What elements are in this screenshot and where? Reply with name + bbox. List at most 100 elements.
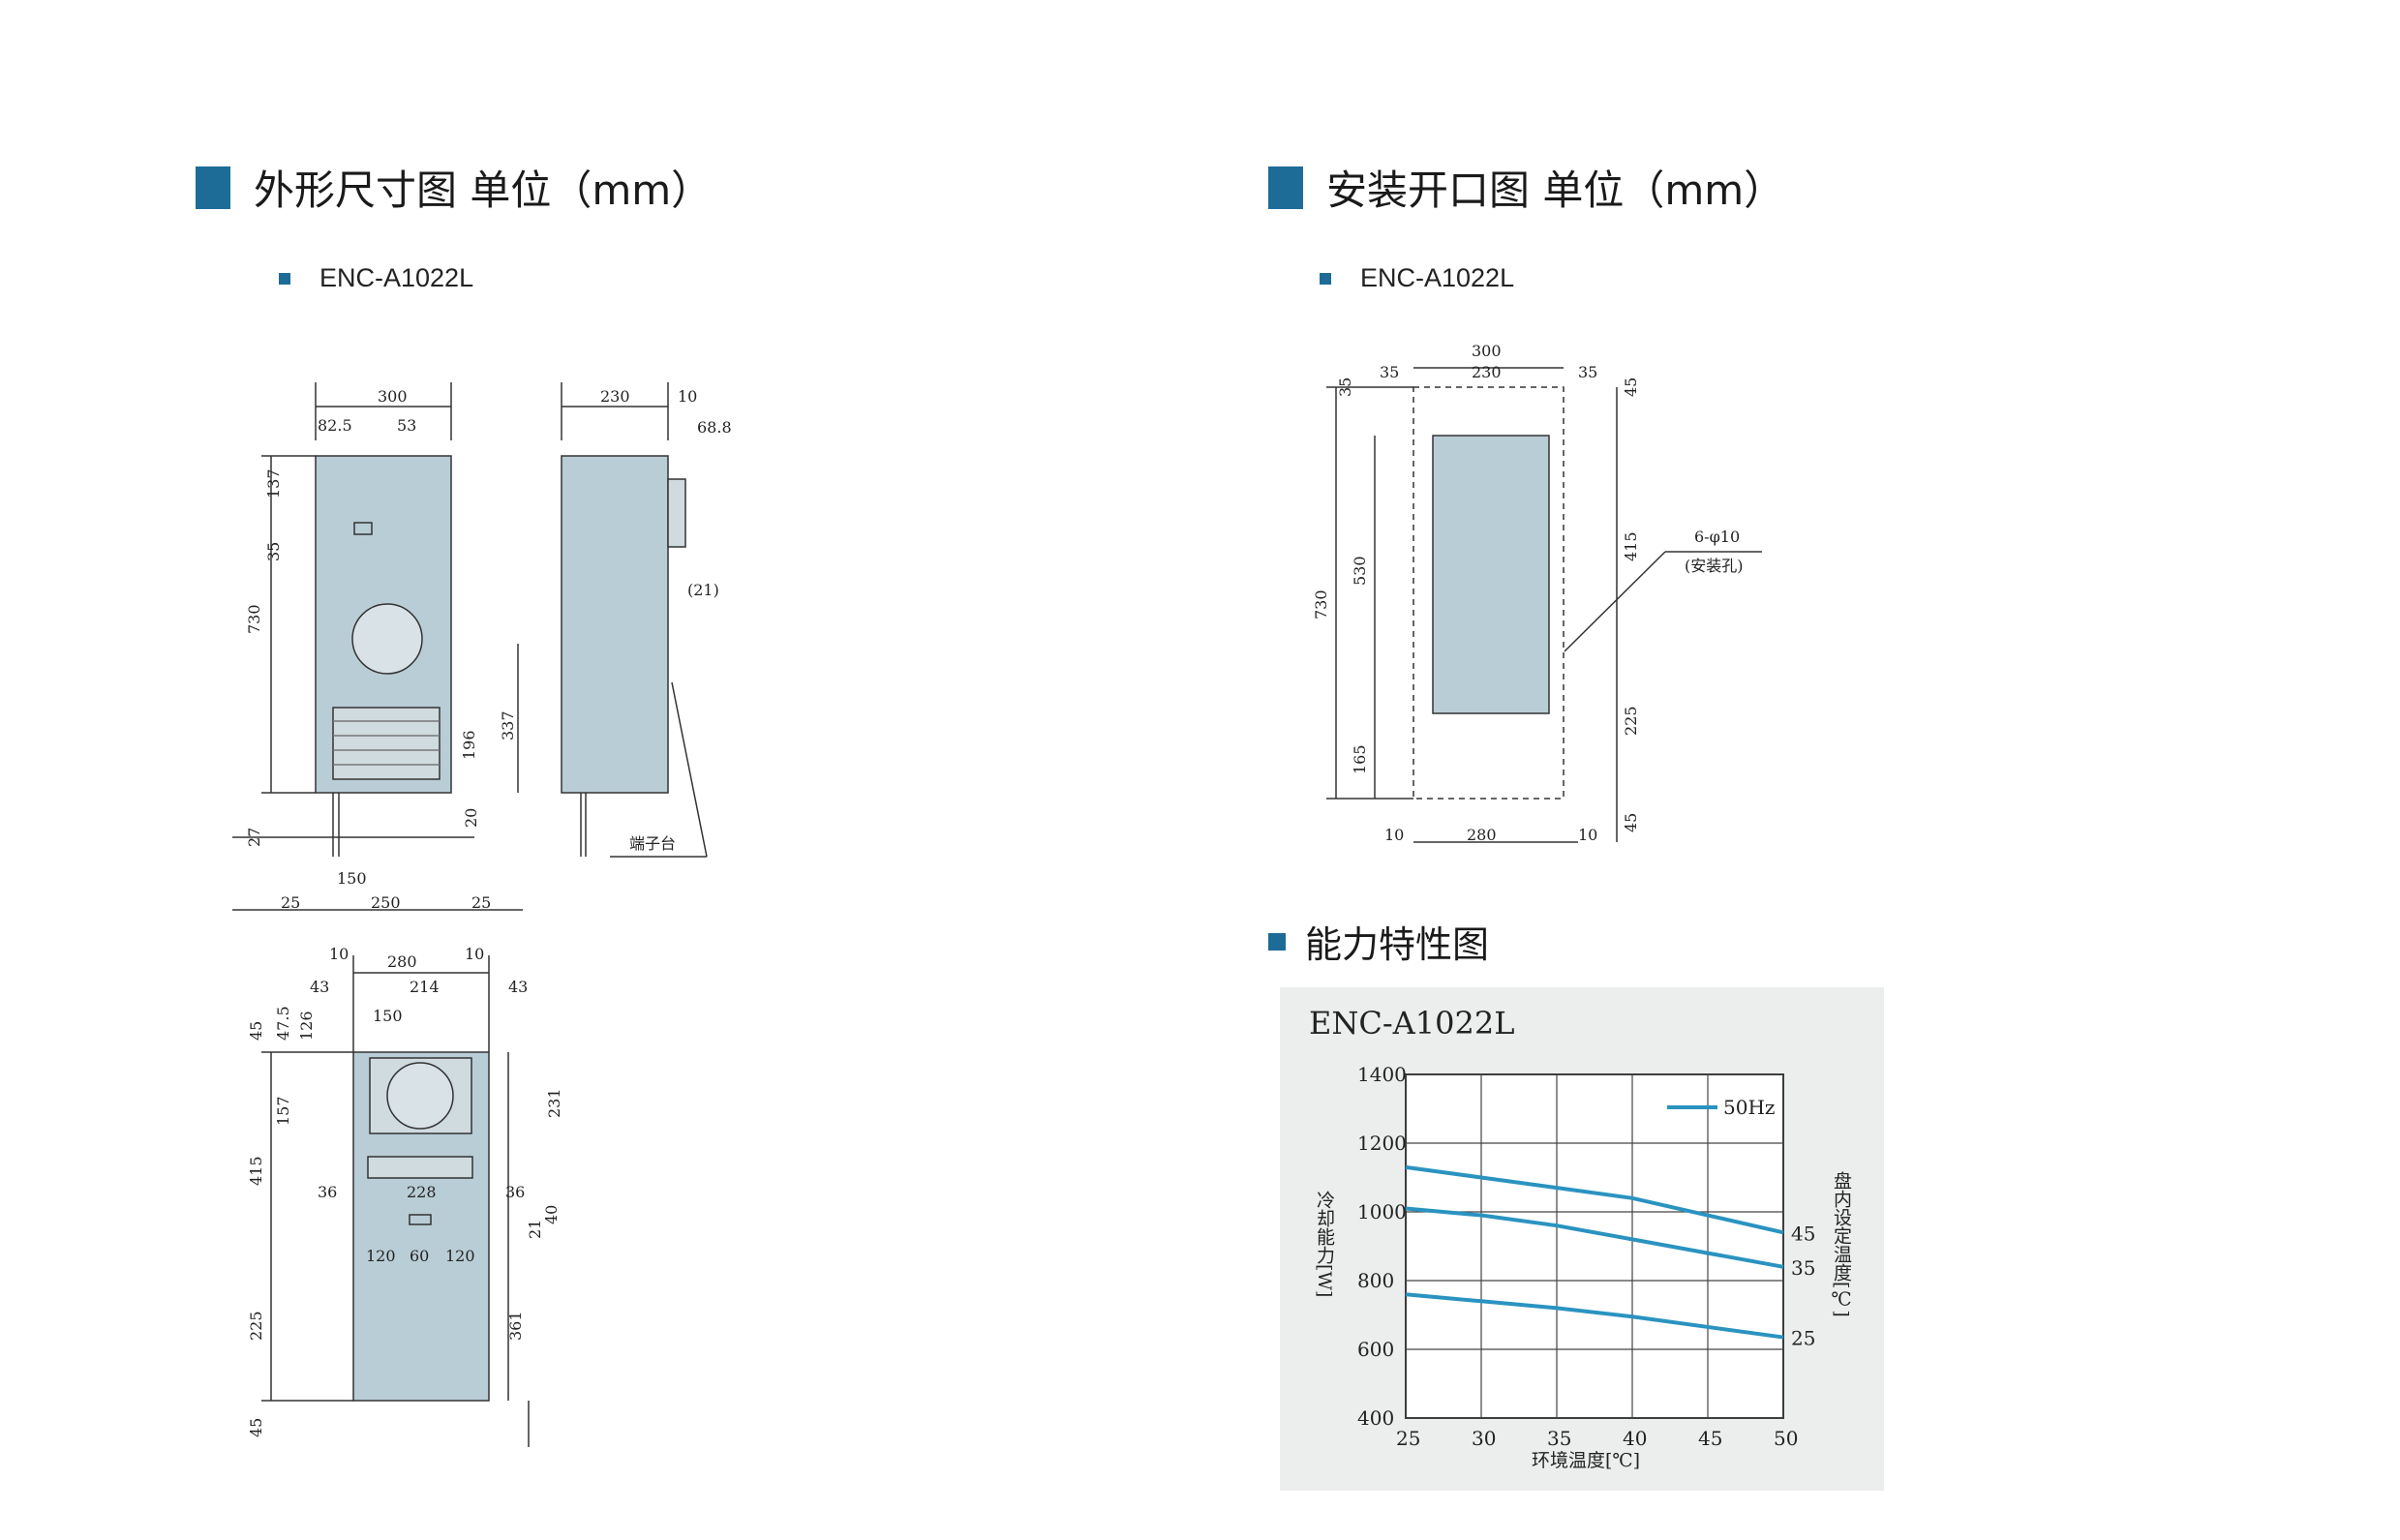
top-dim: 43: [310, 978, 329, 996]
top-dim: 47.5: [274, 1006, 292, 1041]
series-line-35: [1405, 1206, 1784, 1269]
series-line-25: [1405, 1292, 1784, 1340]
y-tick-label: 600: [1357, 1338, 1394, 1361]
y-tick-label: 1400: [1357, 1063, 1407, 1086]
chart-lines: 45 35 25: [1405, 1164, 1815, 1350]
top-dim: 225: [247, 1311, 265, 1341]
y-tick-label: 800: [1357, 1269, 1394, 1292]
x-tick-label: 40: [1623, 1427, 1647, 1450]
cutout-dim: 530: [1351, 556, 1369, 586]
cutout-dim: 35: [1578, 363, 1597, 381]
top-dim: 60: [410, 1247, 429, 1265]
front-dim: 53: [397, 416, 416, 435]
top-dim: 280: [387, 952, 417, 971]
section-title-dimensions: 外形尺寸图 单位（mm）: [196, 158, 712, 217]
cutout-dim: 10: [1384, 826, 1404, 844]
terminal-label: 端子台: [629, 834, 676, 853]
top-dim: 10: [329, 945, 349, 963]
front-dim: 20: [462, 808, 480, 828]
title-marker: [1268, 932, 1286, 951]
cutout-dim: 280: [1467, 826, 1497, 844]
cutout-dim: 225: [1622, 706, 1640, 736]
side-dim: (21): [687, 581, 719, 599]
series-line-45: [1405, 1164, 1784, 1235]
model-name: ENC-A1022L: [319, 263, 474, 292]
bullet-marker: [1320, 272, 1331, 285]
top-dim: 126: [297, 1011, 316, 1041]
front-dim: 82.5: [318, 416, 352, 435]
top-dim: 157: [274, 1096, 292, 1126]
cutout-dim: 730: [1312, 589, 1330, 619]
front-dim: 150: [337, 869, 367, 888]
series-label-35: 35: [1791, 1256, 1815, 1280]
dimensions-title: 外形尺寸图 单位（mm）: [254, 166, 713, 214]
x-tick-label: 45: [1698, 1427, 1722, 1450]
x-tick-label: 35: [1547, 1427, 1571, 1450]
front-view-drawing: 300 82.5 53 137 35 730 337 196 27 20 150…: [232, 382, 523, 912]
capability-title: 能力特性图: [1305, 923, 1490, 966]
cutout-dim: 35: [1380, 363, 1399, 381]
y-axis-label: 冷却能力[W]: [1314, 1191, 1335, 1298]
x-tick-label: 50: [1774, 1427, 1798, 1450]
legend-label: 50Hz: [1723, 1096, 1775, 1119]
cutout-dim: 230: [1472, 363, 1502, 381]
front-dim: 35: [264, 542, 283, 561]
y-tick-label: 1000: [1357, 1200, 1407, 1223]
y-tick-label: 400: [1357, 1406, 1394, 1430]
top-dim: 36: [505, 1183, 525, 1201]
side-view-drawing: 230 10 68.8 (21) 端子台: [561, 382, 732, 858]
cutout-title: 安装开口图 单位（mm）: [1326, 166, 1785, 214]
cutout-dim: 10: [1578, 826, 1597, 844]
x-axis-label: 环境温度[℃]: [1532, 1450, 1640, 1471]
front-dim: 27: [245, 828, 263, 847]
section-title-capability: 能力特性图: [1268, 915, 1489, 968]
front-dim: 250: [371, 893, 401, 912]
top-dim: 150: [373, 1007, 403, 1025]
front-dim: 137: [264, 468, 283, 498]
top-view-drawing: 10 280 10 43 214 43 45 47.5 126 150 157 …: [247, 945, 563, 1447]
hole-note: (安装孔): [1685, 557, 1744, 575]
series-label-45: 45: [1791, 1222, 1815, 1245]
top-dim: 43: [508, 978, 528, 996]
front-dim: 337: [499, 710, 517, 740]
cutout-view-drawing: 300 35 230 35 35 45 415 530 730 225 165 …: [1312, 342, 1762, 844]
top-dim: 40: [542, 1205, 561, 1224]
front-dim: 196: [460, 730, 478, 760]
front-dim: 730: [245, 604, 263, 634]
top-dim: 231: [545, 1088, 563, 1118]
chart-title: ENC-A1022L: [1309, 1005, 1514, 1042]
front-dim: 25: [471, 893, 491, 912]
series-label-25: 25: [1791, 1327, 1815, 1350]
bullet-marker: [279, 272, 290, 285]
x-tick-label: 30: [1472, 1427, 1496, 1450]
side-dim: 68.8: [697, 418, 732, 437]
model-label-cutout: ENC-A1022L: [1320, 263, 1514, 293]
side-dim: 230: [600, 387, 630, 406]
cutout-dim: 165: [1351, 744, 1369, 774]
model-label-dimensions: ENC-A1022L: [279, 263, 473, 293]
right-axis-label: 盘内设定温度[℃]: [1831, 1171, 1852, 1317]
hole-label: 6-φ10: [1694, 528, 1740, 546]
top-dim: 45: [247, 1021, 265, 1041]
top-dim: 45: [247, 1418, 265, 1437]
chart-legend: 50Hz: [1667, 1096, 1775, 1119]
cutout-dim: 45: [1622, 813, 1640, 832]
top-dim: 361: [506, 1311, 525, 1341]
title-marker: [1268, 166, 1303, 209]
model-name: ENC-A1022L: [1360, 263, 1515, 292]
chart-grid: [1405, 1073, 1784, 1419]
cutout-dim: 35: [1336, 377, 1354, 397]
top-dim: 10: [465, 945, 484, 963]
front-dim: 25: [281, 893, 300, 912]
front-dim: 300: [378, 387, 408, 406]
top-dim: 120: [445, 1247, 475, 1265]
top-dim: 214: [410, 978, 440, 996]
x-tick-label: 25: [1396, 1427, 1420, 1450]
top-dim: 228: [407, 1183, 437, 1201]
cutout-dim: 415: [1622, 531, 1640, 561]
top-dim: 415: [247, 1156, 265, 1186]
top-dim: 36: [318, 1183, 337, 1201]
cutout-dim: 45: [1622, 377, 1640, 397]
